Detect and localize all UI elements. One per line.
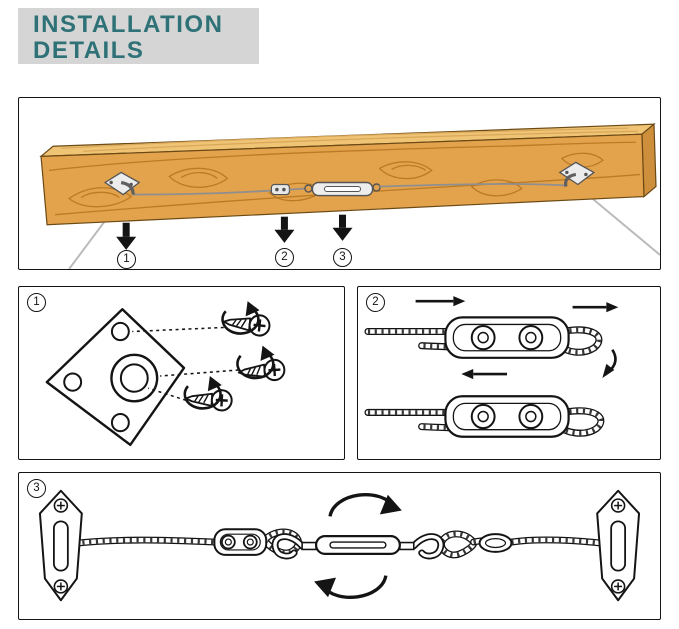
pad-eye-plate-left	[38, 489, 83, 602]
callout-arrow-3	[332, 214, 353, 241]
callout-1-label: 1	[117, 250, 136, 269]
step-1-panel: 1	[18, 286, 345, 460]
overview-illustration	[39, 122, 660, 269]
step-1-label: 1	[27, 293, 46, 312]
duplex-clip-top	[444, 316, 570, 359]
turnbuckle	[275, 536, 441, 556]
turnbuckle-small	[304, 181, 381, 197]
page-title-line2: DETAILS	[33, 37, 145, 64]
screw-2	[236, 357, 287, 384]
callout-arrow-2	[274, 216, 295, 243]
callout-3-label: 3	[333, 248, 352, 267]
step-3-panel: 3	[18, 472, 661, 620]
plate-hole-bottom	[110, 412, 130, 433]
step-3-label: 3	[27, 479, 46, 498]
tension-rotation-arrow-top	[328, 492, 402, 517]
duplex-clip-bottom	[444, 395, 570, 438]
page-title: INSTALLATION DETAILS	[18, 8, 259, 64]
callout-2-label: 2	[275, 248, 294, 267]
plate-hole-top	[110, 321, 130, 342]
pad-eye-plate	[45, 308, 186, 447]
step-1-illustration	[45, 299, 287, 447]
pad-eye-right-small	[558, 161, 596, 187]
rope-clip-small	[270, 183, 291, 196]
plate-hole-left	[63, 372, 83, 392]
pad-eye-left-small	[103, 171, 141, 196]
tension-rotation-arrow-bottom	[314, 575, 388, 600]
pad-eye-ring	[110, 353, 159, 403]
step-3-illustration	[38, 489, 641, 602]
pad-eye-plate-right	[596, 489, 641, 602]
step-2-label: 2	[366, 293, 385, 312]
screw-guide-lines	[132, 326, 239, 402]
overview-panel: 1 2 3	[18, 97, 661, 270]
wood-beam	[39, 122, 657, 226]
rope-right	[441, 534, 609, 555]
ferrule-sleeve	[478, 533, 513, 553]
callout-arrow-1	[116, 222, 137, 250]
rope-clip	[213, 528, 268, 556]
cable-assembly	[133, 181, 566, 197]
page-title-line1: INSTALLATION	[33, 11, 224, 38]
step-2-panel: 2	[357, 286, 661, 460]
feed-direction-arrows	[415, 296, 619, 380]
step-2-illustration	[358, 296, 619, 438]
